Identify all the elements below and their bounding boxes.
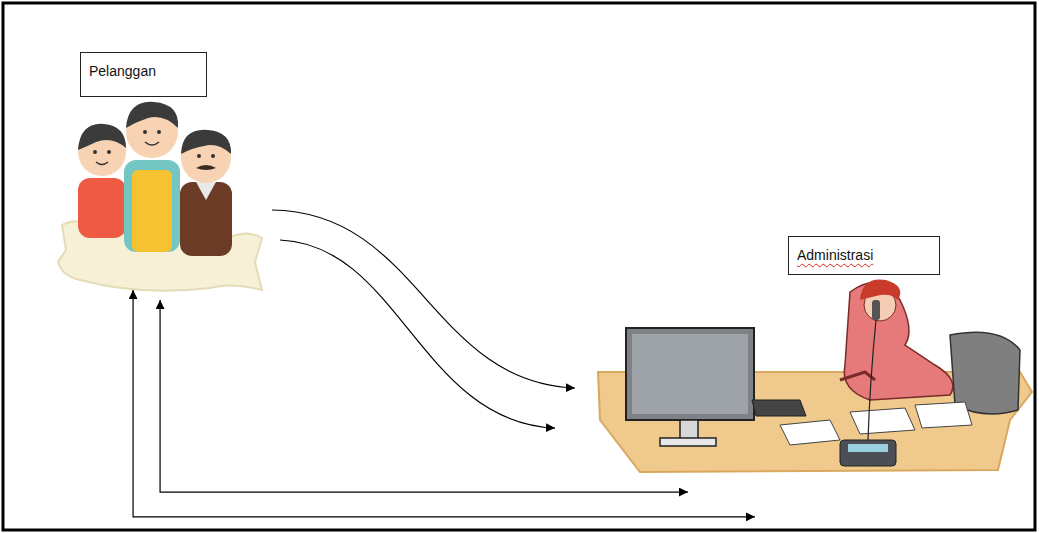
actor-node: Administrasi [555, 236, 1030, 518]
node-label: Pelanggan [89, 63, 156, 79]
node-label: Administrasi [797, 247, 873, 263]
flow-arrow [280, 240, 555, 428]
customer-group-art [58, 102, 262, 291]
outer-frame [3, 3, 1035, 530]
flow-arrow [160, 300, 688, 492]
flow-arrow [133, 290, 755, 517]
actor-node: Pelanggan [55, 52, 280, 300]
label-box: Pelanggan [80, 52, 207, 97]
flow-arrow [272, 210, 575, 388]
office-desk-art [598, 279, 1032, 472]
label-box: Administrasi [788, 236, 940, 275]
